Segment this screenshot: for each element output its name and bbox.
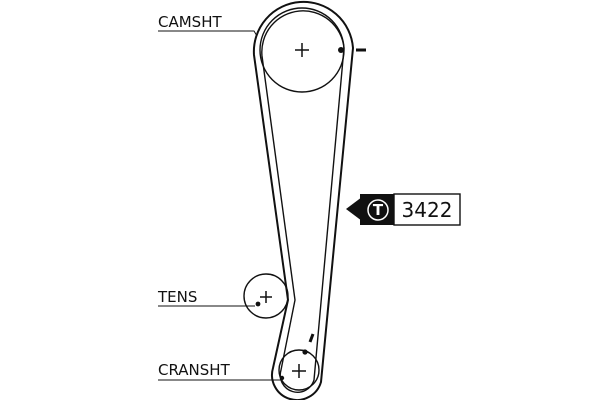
- camshaft-label: CAMSHT: [158, 13, 222, 31]
- crankshaft-timing-dot: [302, 349, 308, 355]
- crankshaft-pulley: [278, 349, 320, 391]
- crankshaft-timing-mark: [308, 333, 315, 343]
- tensioner-dot: [255, 301, 261, 307]
- camshaft-timing-dot: [338, 47, 344, 53]
- tensioner-center-mark: [260, 291, 272, 303]
- crankshaft-label: CRANSHT: [158, 361, 231, 379]
- crankshaft-leader-dot: [279, 375, 285, 381]
- t-icon-letter: T: [373, 201, 384, 219]
- camshaft-leader-line: [158, 30, 258, 37]
- t-circle-icon: [367, 199, 389, 221]
- timing-belt-outer: [252, 0, 355, 400]
- camshaft-center-mark: [295, 43, 309, 57]
- tooth-count-box: [393, 193, 461, 226]
- tooth-count-badge: T 3422: [346, 193, 461, 226]
- tensioner-label: TENS: [157, 288, 197, 306]
- timing-belt-inner: [261, 10, 345, 393]
- badge-pointer-icon: [346, 197, 362, 221]
- crankshaft-center-mark: [292, 364, 306, 378]
- tooth-count-value: 3422: [402, 198, 453, 222]
